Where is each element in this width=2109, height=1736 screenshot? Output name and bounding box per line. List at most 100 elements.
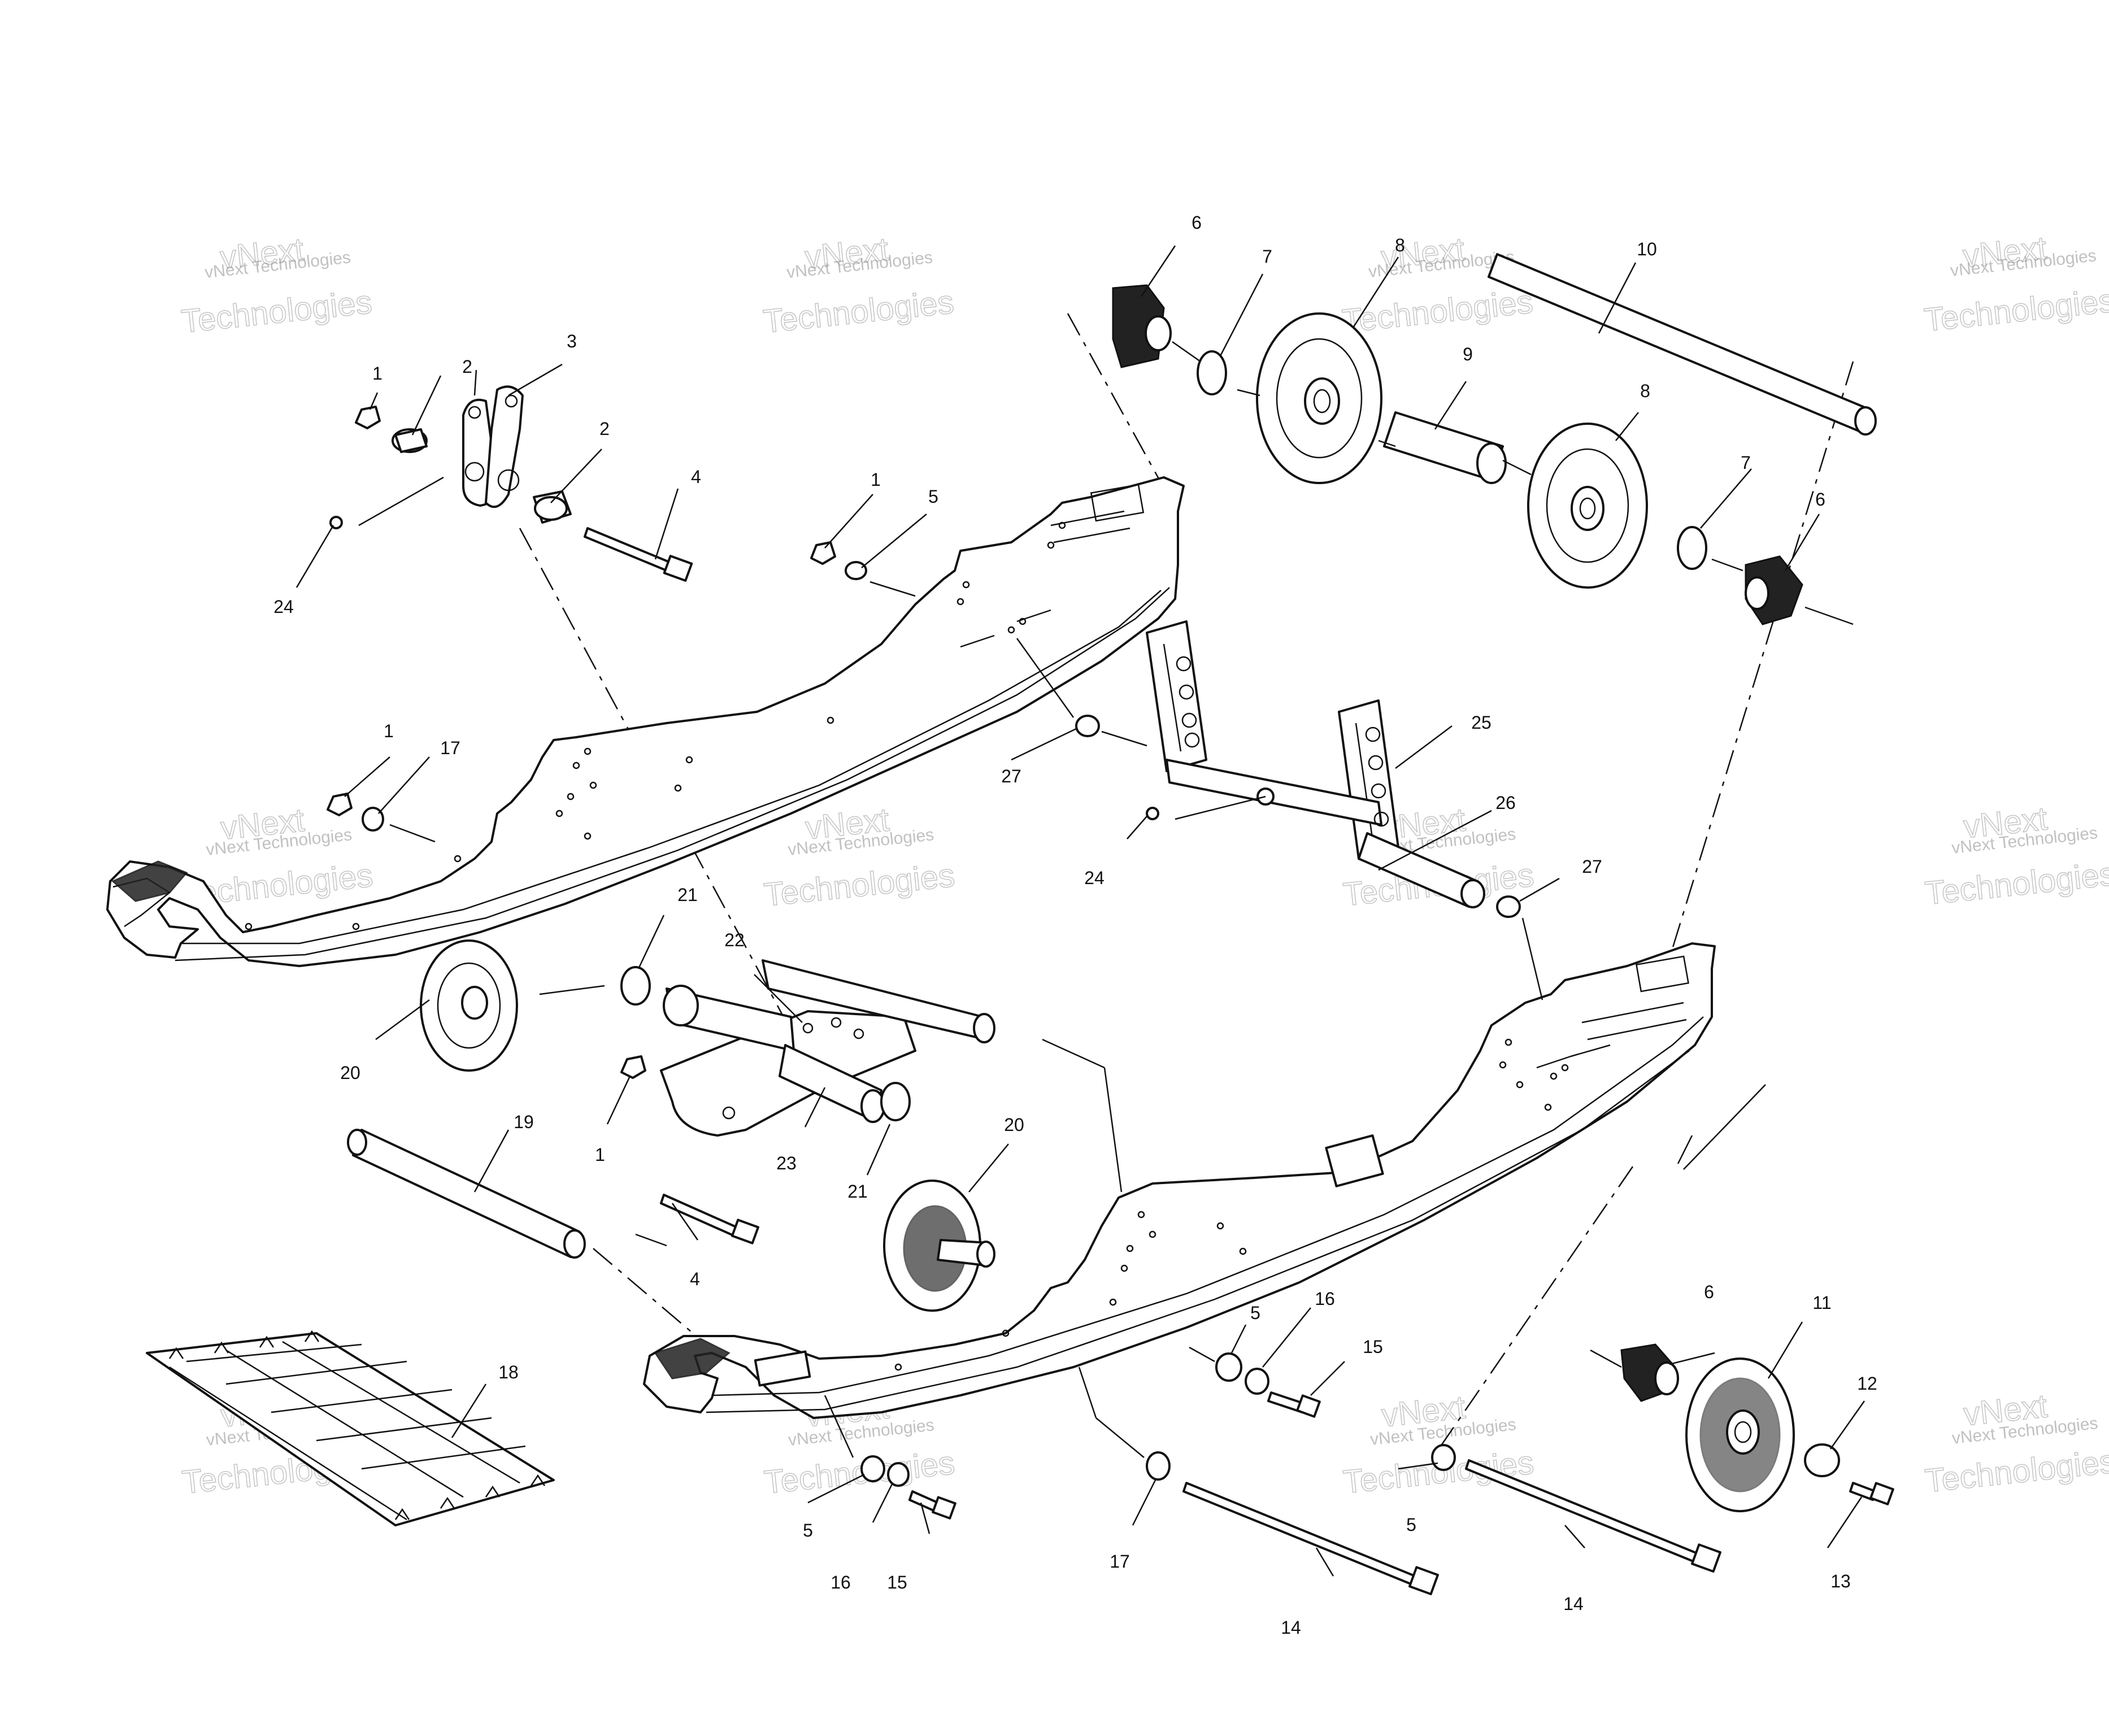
callout-labels: 1 2 3 2 4 24 1 5 6 7 8 9 10 8 7 6 1 17 2…: [273, 212, 1877, 1638]
callout-23: 23: [776, 1153, 797, 1173]
spacer-2a: [392, 428, 428, 453]
svg-text:Technologies: Technologies: [762, 857, 956, 913]
nut-1b: [810, 541, 836, 565]
nut-1a: [355, 406, 381, 429]
link-plates: [462, 385, 524, 508]
washer-27a: [1075, 715, 1100, 737]
callout-9: 9: [1463, 344, 1473, 364]
callout-1: 1: [595, 1145, 605, 1165]
callout-6: 6: [1192, 212, 1202, 233]
svg-text:Technologies: Technologies: [1923, 282, 2109, 338]
wheel-20b: [883, 1180, 995, 1312]
callout-6: 6: [1704, 1282, 1714, 1302]
washer-27b: [1496, 895, 1521, 918]
watermark-mid-right: vNext vNext Technologies Technologies: [1923, 799, 2109, 912]
wheel-8b: [1527, 423, 1648, 589]
callout-25: 25: [1471, 712, 1491, 733]
nut-1c: [327, 793, 353, 816]
callout-8: 8: [1395, 235, 1405, 255]
track-18: [146, 1330, 555, 1526]
callout-4: 4: [691, 467, 701, 487]
callout-15: 15: [1363, 1337, 1383, 1357]
callout-27: 27: [1582, 856, 1602, 877]
left-slide-rail: [106, 476, 1185, 967]
axle-bracket-6b: [1745, 555, 1803, 625]
bolt-13: [1849, 1482, 1894, 1506]
callout-26: 26: [1495, 793, 1516, 813]
svg-text:Technologies: Technologies: [762, 284, 956, 340]
callout-2: 2: [599, 419, 610, 439]
callout-24: 24: [1084, 868, 1104, 888]
svg-text:Technologies: Technologies: [180, 284, 374, 340]
callout-16: 16: [830, 1572, 851, 1593]
spacer-7a: [1197, 350, 1227, 395]
axle-14a: [1182, 1482, 1439, 1595]
axle-14b: [1465, 1459, 1721, 1573]
bolt-4a: [584, 527, 693, 582]
watermark-top-left: vNext vNext Technologies Technologies: [179, 230, 374, 341]
callout-1: 1: [372, 363, 382, 384]
callout-4: 4: [690, 1269, 700, 1289]
wheel-20a: [420, 939, 518, 1072]
washer-17a: [362, 807, 384, 832]
spacer-21a: [620, 966, 651, 1006]
washer-12: [1804, 1443, 1840, 1477]
svg-text:Technologies: Technologies: [1923, 1443, 2109, 1499]
callout-20: 20: [340, 1063, 360, 1083]
leader-lines: [295, 245, 1866, 1577]
callout-5: 5: [928, 486, 938, 507]
spacer-2b: [533, 490, 572, 524]
pin-26: [1358, 832, 1485, 908]
washer-5a: [845, 561, 867, 580]
callout-5: 5: [1250, 1303, 1260, 1323]
callout-22: 22: [724, 930, 745, 950]
callout-21: 21: [847, 1181, 868, 1202]
assembly-centerlines: [519, 313, 1854, 1447]
grease-fitting-24b: [1146, 807, 1159, 820]
callout-16: 16: [1315, 1289, 1335, 1309]
callout-2: 2: [462, 356, 472, 377]
front-arm-22: [660, 959, 995, 1137]
callout-7: 7: [1262, 246, 1272, 267]
shaft-19: [347, 1129, 586, 1259]
callout-13: 13: [1830, 1571, 1851, 1591]
svg-text:Technologies: Technologies: [762, 1445, 956, 1501]
watermark-top-right: vNext vNext Technologies Technologies: [1922, 229, 2109, 340]
washer-17b: [1146, 1451, 1171, 1481]
callout-11: 11: [1812, 1293, 1831, 1313]
spacer-21b: [880, 1082, 911, 1121]
callout-3: 3: [567, 331, 577, 351]
callout-10: 10: [1637, 239, 1657, 259]
washer-16b: [887, 1462, 910, 1487]
callout-27: 27: [1001, 766, 1021, 786]
wheel-8a: [1256, 312, 1382, 484]
callout-18: 18: [498, 1362, 519, 1382]
spacer-7b: [1677, 526, 1707, 570]
callout-5: 5: [1406, 1515, 1416, 1535]
washer-5b: [1215, 1352, 1242, 1382]
bolt-15b: [908, 1490, 956, 1520]
callout-17: 17: [440, 738, 460, 758]
svg-text:Technologies: Technologies: [1341, 283, 1535, 340]
right-slide-rail: [643, 942, 1716, 1419]
callout-8: 8: [1640, 381, 1650, 401]
callout-14: 14: [1281, 1617, 1301, 1638]
spacer-tube-9: [1383, 411, 1507, 484]
svg-text:Technologies: Technologies: [1923, 855, 2109, 912]
right-rail-holes: [894, 1038, 1569, 1371]
washer-5d: [1431, 1444, 1456, 1471]
shaft-10: [1488, 253, 1877, 436]
callout-15: 15: [887, 1572, 907, 1593]
shock-mount-25: [1146, 620, 1399, 860]
callout-6: 6: [1815, 489, 1825, 510]
wheel-11: [1685, 1358, 1795, 1512]
watermark-bottom-right: vNext vNext Technologies Technologies: [1923, 1387, 2109, 1500]
callout-17: 17: [1110, 1551, 1130, 1572]
callout-1: 1: [871, 469, 881, 490]
bolt-15a: [1267, 1391, 1321, 1418]
callout-1: 1: [384, 721, 394, 741]
watermark-top-center: vNext vNext Technologies Technologies: [761, 230, 956, 341]
callout-19: 19: [514, 1112, 534, 1132]
nut-1d: [620, 1055, 646, 1079]
